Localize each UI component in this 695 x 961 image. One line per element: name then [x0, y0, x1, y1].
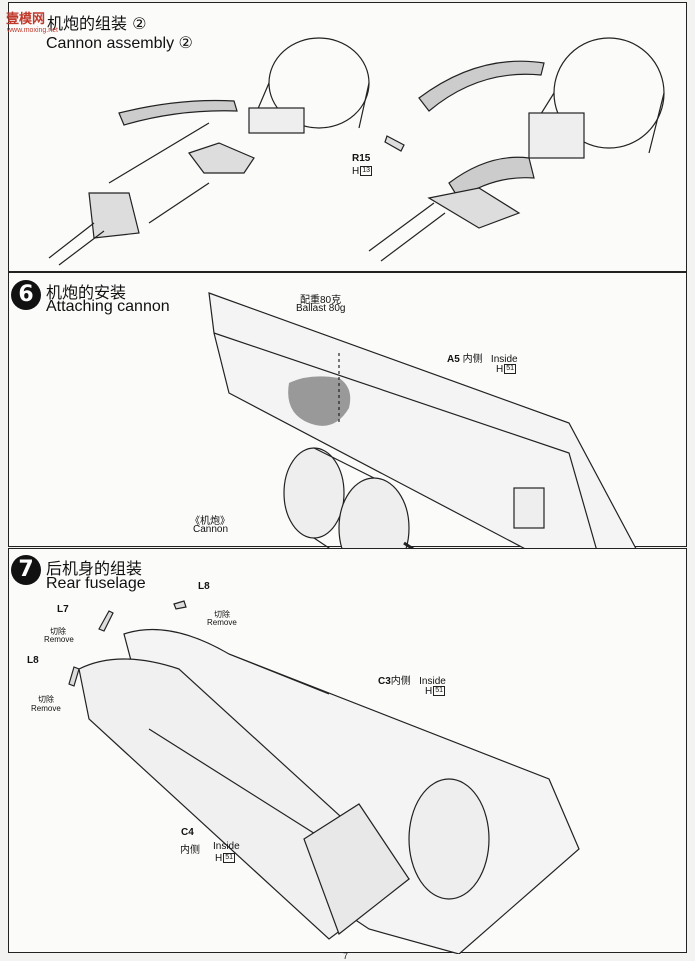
- site-logo: 壹模网: [6, 11, 46, 26]
- step7-panel: [8, 548, 687, 954]
- step6-panel: [8, 272, 687, 548]
- cannon-assembly-drawing: [48, 37, 665, 266]
- cannon-label-cn: 《机炮》: [190, 516, 230, 527]
- step6-title-en: Attaching cannon: [46, 298, 170, 315]
- step6-number-badge: 6: [11, 280, 41, 310]
- remove-label-en-1: Remove: [207, 618, 237, 627]
- attaching-cannon-drawing: [208, 292, 637, 548]
- part-label-l8-left: L8: [27, 655, 39, 666]
- step7-title-cn: 后机身的组装: [46, 559, 143, 578]
- step-cannon-assembly-2-panel: [8, 2, 687, 272]
- step7-title-en: Rear fuselage: [46, 575, 146, 592]
- remove-label-cn-3: 切除: [38, 695, 54, 704]
- remove-label-en-3: Remove: [31, 704, 61, 713]
- part-label-c4-inside-en: Inside: [213, 841, 240, 852]
- ballast-label-en: Ballast 80g: [296, 303, 346, 314]
- step7-number-badge: 7: [11, 555, 41, 585]
- remove-label-en-2: Remove: [44, 635, 74, 644]
- cannon-label-en: Cannon: [193, 524, 229, 535]
- step6-title-cn: 机炮的安装: [46, 283, 127, 302]
- step5b-title-en: Cannon assembly ②: [46, 35, 193, 52]
- site-url-watermark: www.moxing.net: [7, 27, 58, 34]
- ballast-label-cn: 配重80克: [300, 295, 342, 306]
- rear-fuselage-drawing: [68, 600, 580, 954]
- remove-label-cn-2: 切除: [50, 627, 66, 636]
- part-label-a5: A5 内侧 Inside: [447, 354, 518, 365]
- part-label-l7: L7: [57, 604, 69, 615]
- remove-label-cn-1: 切除: [214, 610, 230, 619]
- part-label-c4-inside: 内侧: [180, 845, 200, 856]
- part-label-c3: C3内侧 Inside: [378, 676, 446, 687]
- part-label-l8-top: L8: [198, 581, 210, 592]
- part-label-r15: R15: [352, 153, 371, 164]
- part-label-c4: C4: [181, 827, 194, 838]
- page-number: 7: [343, 951, 349, 961]
- step5b-title-cn: 机炮的组装 ②: [47, 14, 147, 33]
